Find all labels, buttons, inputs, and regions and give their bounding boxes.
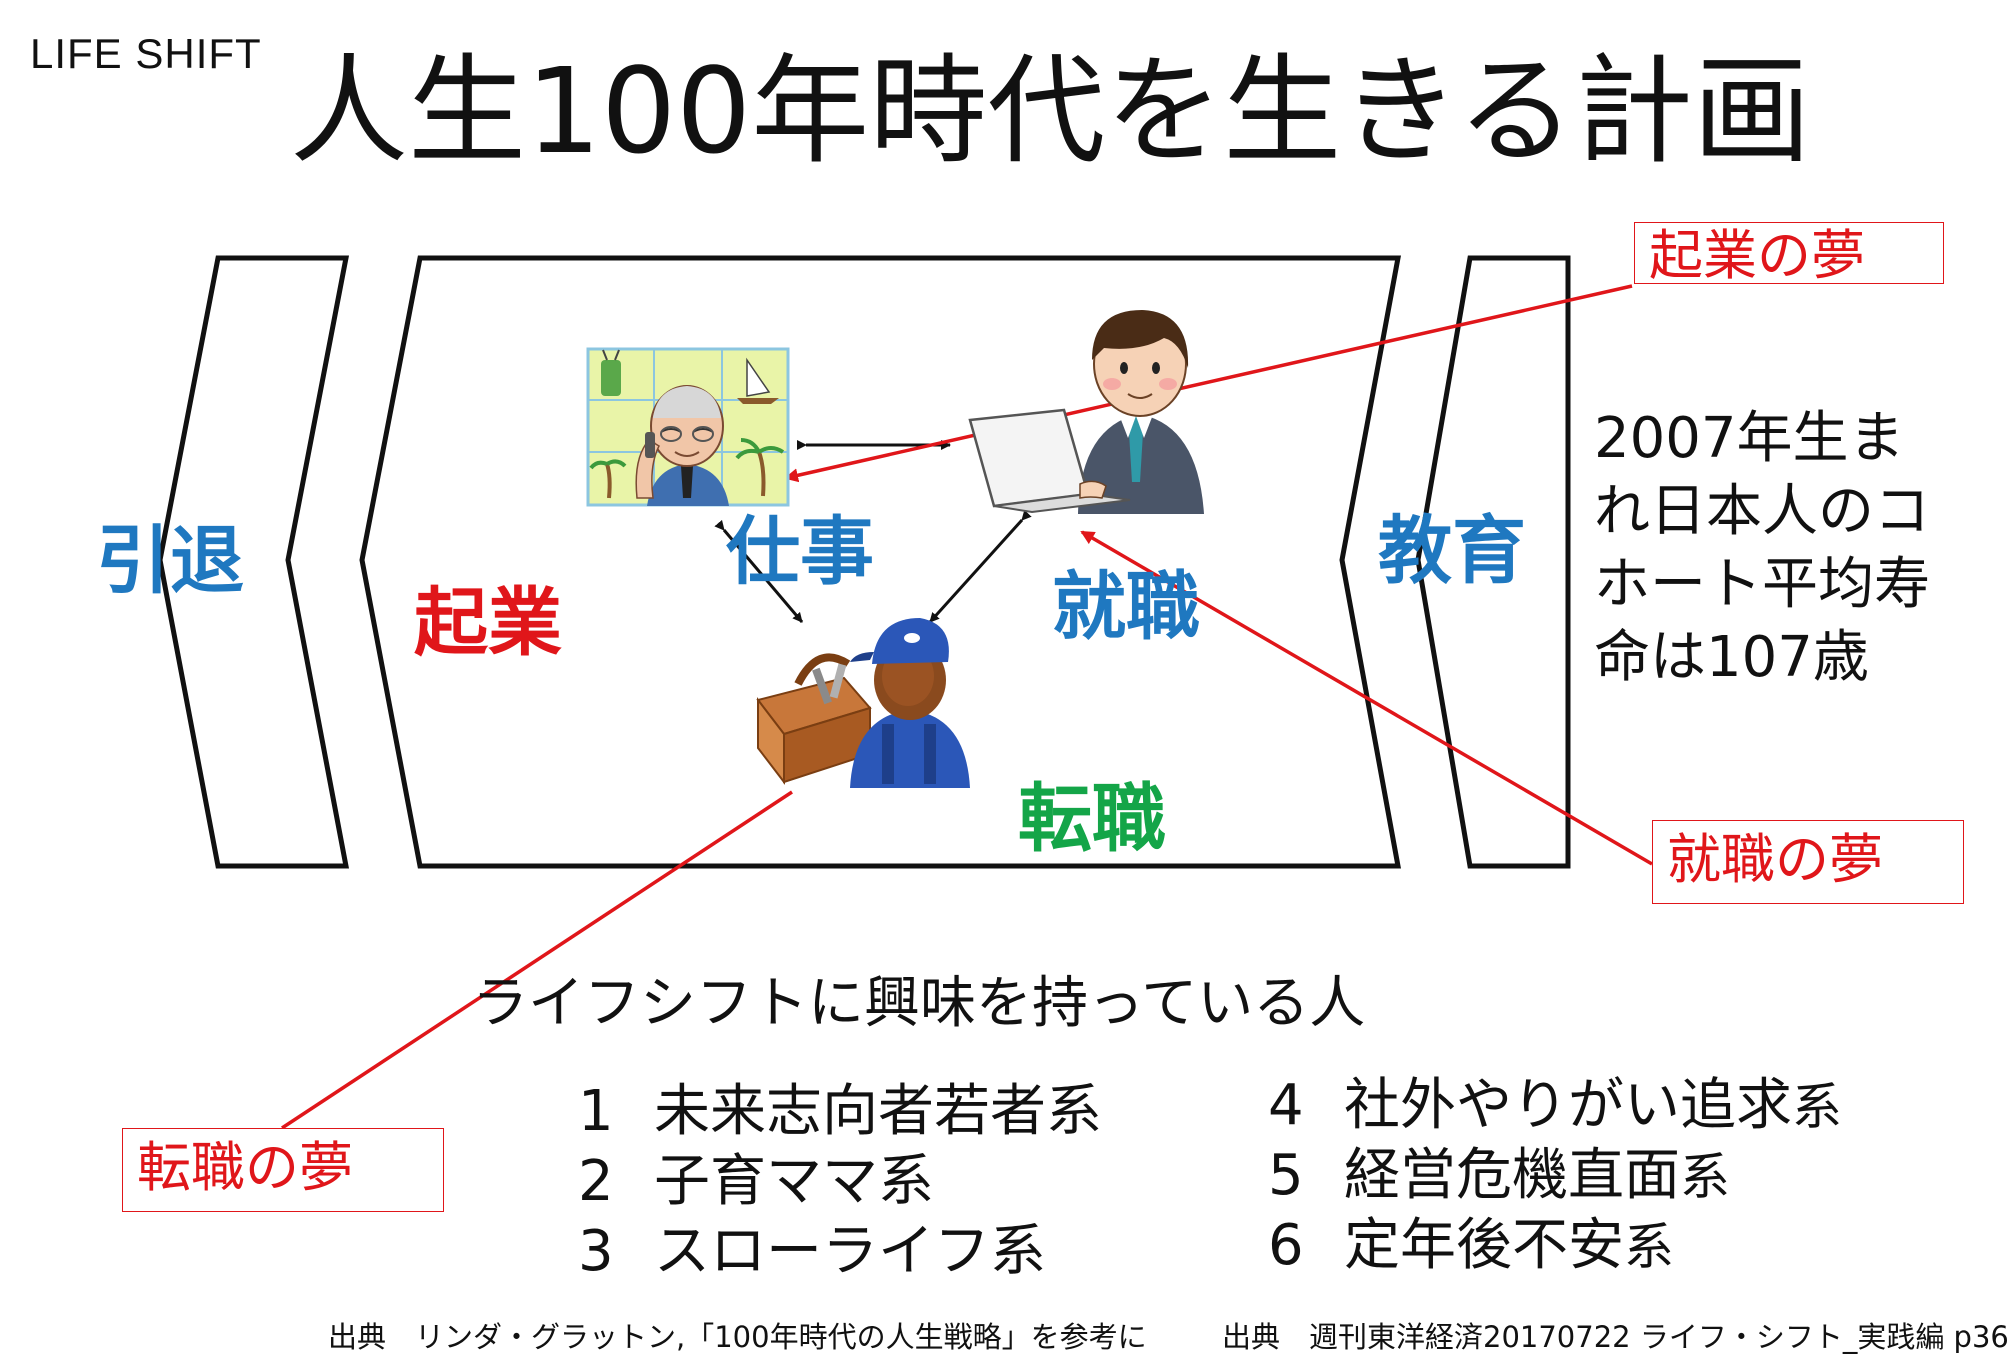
note-line: ホート平均寿: [1594, 552, 1930, 617]
list-item-number: 6: [1268, 1213, 1304, 1278]
education-stage-chevron: [1415, 255, 1571, 869]
list-item: 3 スローライフ系: [578, 1206, 1046, 1287]
list-item-number: 3: [578, 1219, 614, 1284]
dream-box-startup: 起業の夢: [1634, 222, 1944, 284]
stage-label-retire: 引退: [96, 518, 244, 604]
brand-label: LIFE SHIFT: [30, 30, 262, 77]
list-item: 4 社外やりがい追求系: [1268, 1060, 1842, 1141]
retiree-leisure-icon: [586, 347, 790, 507]
arrow-office-craftsman: [928, 509, 1032, 624]
line-startup-dream: [784, 284, 1633, 483]
line-employment-dream: [1080, 530, 1653, 866]
work-stage-frame: [359, 255, 1402, 869]
line-jobchange-dream: [281, 790, 793, 1130]
page-title: 人生100年時代を生きる計画: [290, 42, 1811, 180]
list-item-suffix: 系: [1624, 1218, 1674, 1276]
craftsman-toolbox-icon: [756, 618, 970, 788]
list-item: 2 子育ママ系: [578, 1136, 934, 1217]
list-item: 1 未来志向者若者系: [578, 1066, 1102, 1147]
retire-stage-chevron: [157, 255, 350, 869]
dream-box-employment: 就職の夢: [1652, 820, 1964, 904]
list-item-text: 子育ママ系: [654, 1149, 934, 1214]
dream-box-job-change: 転職の夢: [122, 1128, 444, 1212]
list-item-number: 1: [578, 1079, 614, 1144]
list-item-number: 4: [1268, 1073, 1304, 1138]
list-item-text: 未来志向者若者系: [654, 1079, 1102, 1144]
list-item: 5 経営危機直面系: [1268, 1130, 1730, 1211]
note-line: 命は107歳: [1594, 625, 1869, 690]
list-item-suffix: 系: [1792, 1078, 1842, 1136]
note-line: れ日本人のコ: [1594, 479, 1930, 544]
office-worker-laptop-icon: [968, 310, 1204, 514]
list-item: 6 定年後不安系: [1268, 1200, 1674, 1281]
path-label-job-change: 転職: [1018, 776, 1166, 862]
interest-heading: ライフシフトに興味を持っている人: [472, 971, 1366, 1036]
arrow-retiree-craftsman: [714, 519, 804, 623]
cohort-life-expectancy-note: 2007年生ま れ日本人のコ ホート平均寿 命は107歳: [1594, 402, 1930, 694]
stage-label-education: 教育: [1378, 508, 1526, 594]
stage-label-work: 仕事: [726, 509, 874, 595]
list-item-number: 2: [578, 1149, 614, 1214]
citation-left: 出典 リンダ・グラットン,「100年時代の人生戦略」を参考に: [328, 1320, 1147, 1354]
path-label-employment: 就職: [1052, 564, 1200, 650]
list-item-text: 社外やりがい追求: [1344, 1073, 1792, 1138]
note-line: 2007年生ま: [1594, 406, 1905, 471]
list-item-text: スローライフ系: [654, 1219, 1046, 1284]
path-label-startup: 起業: [414, 580, 562, 666]
list-item-text: 経営危機直面: [1344, 1143, 1680, 1208]
list-item-number: 5: [1268, 1143, 1304, 1208]
list-item-text: 定年後不安: [1344, 1213, 1624, 1278]
citation-right: 出典 週刊東洋経済20170722 ライフ・シフト_実践編 p36: [1222, 1320, 2009, 1354]
list-item-suffix: 系: [1680, 1148, 1730, 1206]
